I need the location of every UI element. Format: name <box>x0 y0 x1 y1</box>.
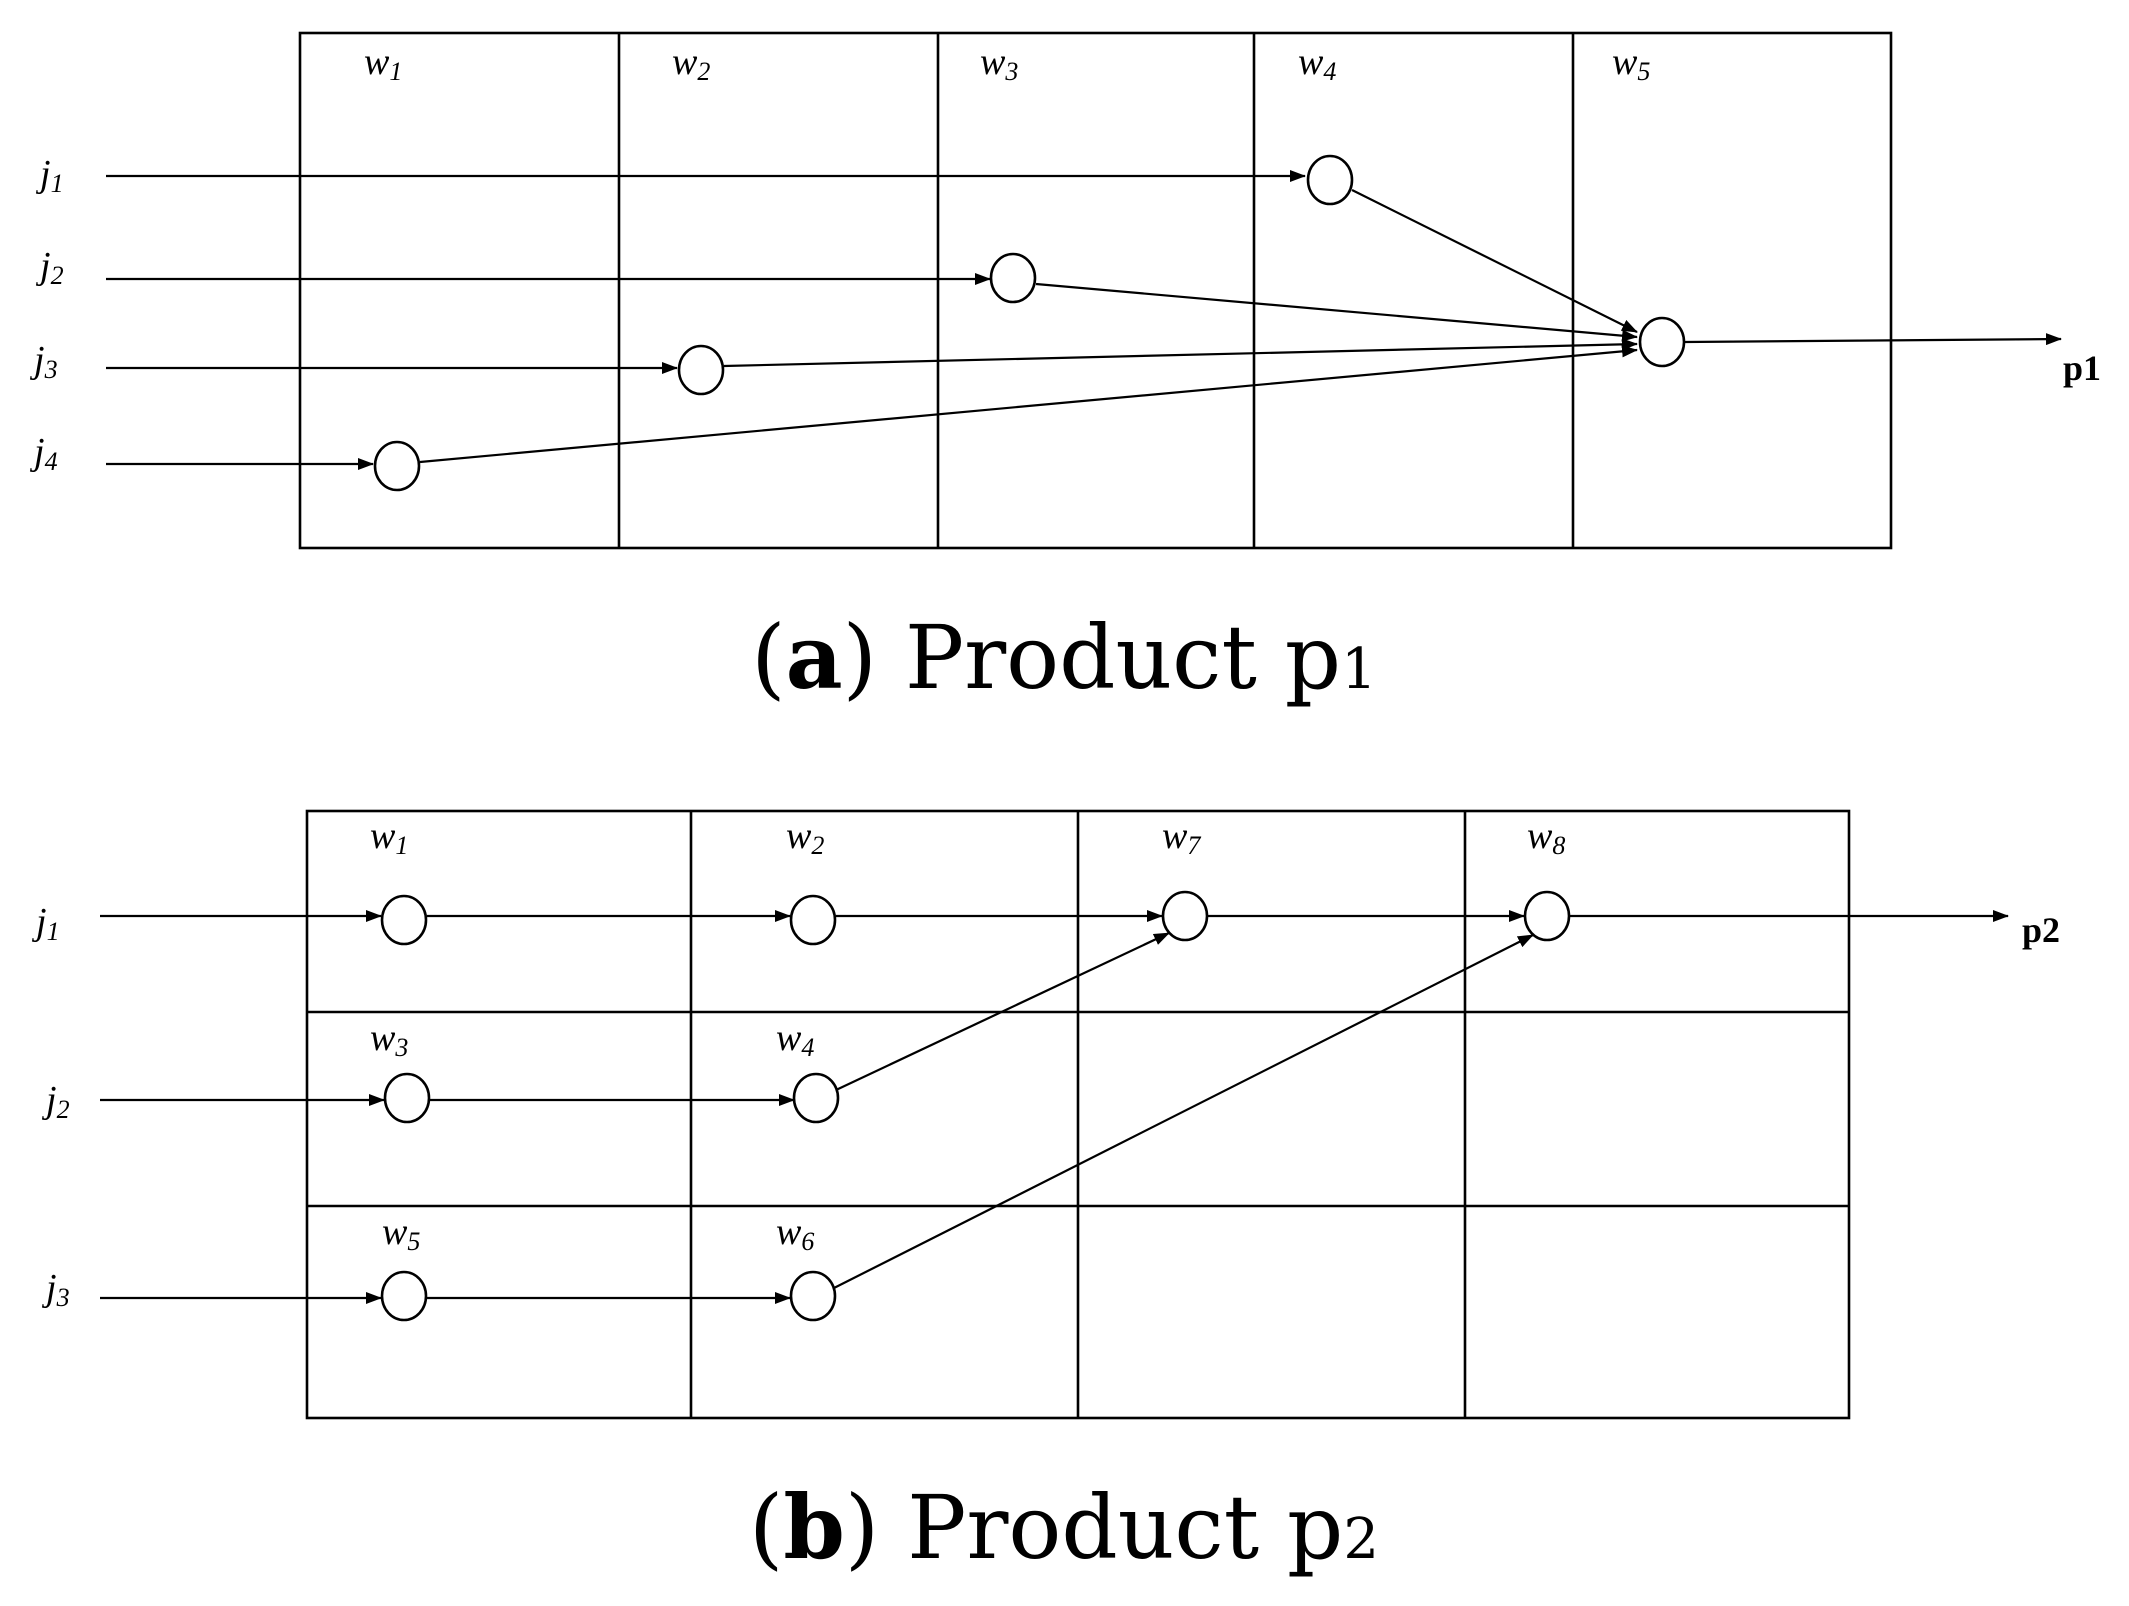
product-label: p2 <box>2022 910 2060 950</box>
workstation-label: w5 <box>382 1211 420 1256</box>
job-label: j1 <box>35 153 64 198</box>
operation-node <box>789 894 837 946</box>
flow-arrow <box>1684 333 2062 346</box>
operation-node <box>380 1270 428 1322</box>
product-label: p1 <box>2063 348 2101 388</box>
workstation-label: w1 <box>364 41 402 86</box>
operation-node <box>373 440 421 492</box>
job-label: j4 <box>29 431 58 476</box>
workstation-label: w3 <box>370 1017 408 1062</box>
workstation-label: w4 <box>1298 41 1336 86</box>
assembly-node <box>1638 316 1686 368</box>
operation-node <box>792 1072 840 1124</box>
panel-b-grid <box>305 809 1851 1420</box>
operation-node <box>989 252 1037 304</box>
flow-arrow <box>835 932 1170 1091</box>
workstation-label: w6 <box>776 1211 814 1256</box>
panel-b-caption: (b) Product p2 <box>749 1475 1379 1579</box>
workstation-label: w5 <box>1612 41 1650 86</box>
job-label: j1 <box>31 901 60 946</box>
panel-a: w1 w2 w3 w4 w5 j1 j2 j3 j4 p1 (a) Produc… <box>29 31 2101 709</box>
workstation-label: w1 <box>370 815 408 860</box>
workstation-label: w8 <box>1527 815 1565 860</box>
panel-a-grid <box>298 31 1893 550</box>
flow-arrow <box>1351 189 1638 333</box>
workstation-label: w4 <box>776 1017 814 1062</box>
workstation-label: w3 <box>980 41 1018 86</box>
workstation-label: w7 <box>1162 815 1201 860</box>
operation-node <box>789 1270 837 1322</box>
assembly-node <box>1523 890 1571 942</box>
operation-node <box>677 344 725 396</box>
panel-b: w1 w2 w7 w8 w3 w4 w5 w6 j1 j2 j3 <box>31 809 2060 1579</box>
job-label: j2 <box>35 245 64 290</box>
operation-node <box>1306 154 1354 206</box>
panel-a-frame <box>298 31 1893 550</box>
job-label: j3 <box>41 1267 70 1312</box>
workstation-label: w2 <box>672 41 710 86</box>
operation-node <box>380 894 428 946</box>
job-label: j3 <box>29 339 58 384</box>
flow-arrow <box>419 345 1638 464</box>
panel-a-caption: (a) Product p1 <box>751 605 1377 709</box>
flow-arrow <box>833 934 1534 1289</box>
flow-arrow <box>723 338 1638 368</box>
flow-arrow <box>1035 282 1638 342</box>
workstation-label: w2 <box>786 815 824 860</box>
operation-node <box>1161 890 1209 942</box>
job-label: j2 <box>41 1079 70 1124</box>
operation-node <box>383 1072 431 1124</box>
